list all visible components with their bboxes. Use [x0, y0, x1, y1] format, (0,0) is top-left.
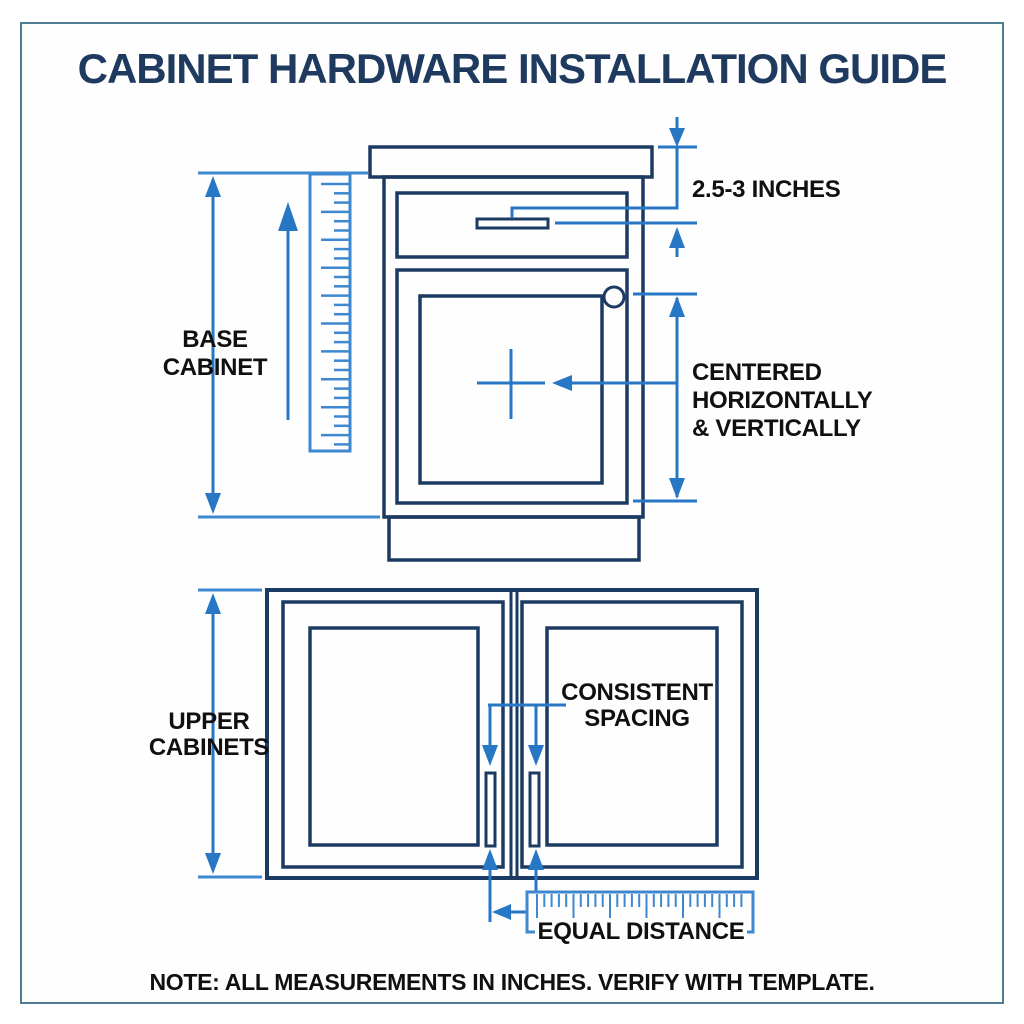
arrow-left-icon: [492, 904, 511, 920]
page-title: CABINET HARDWARE INSTALLATION GUIDE: [77, 45, 948, 92]
arrow-down-icon: [669, 478, 685, 499]
centered-pointer-arrow: [552, 375, 677, 391]
handle-pointer-arrows: [482, 849, 544, 922]
upper-cabinets-label: UPPER CABINETS: [148, 708, 270, 761]
upper-cabinet-box: [265, 588, 759, 880]
right-door: [520, 600, 744, 869]
arrow-up-icon: [482, 849, 498, 870]
left-door: [281, 600, 505, 869]
toe-kick: [387, 515, 641, 562]
arrow-up-icon: [669, 227, 685, 248]
arrow-up-icon: [205, 593, 221, 614]
note-text: NOTE: ALL MEASUREMENTS IN INCHES. VERIFY…: [149, 969, 875, 995]
door-panel: [418, 294, 604, 485]
door-knob-icon: [602, 285, 626, 309]
arrow-down-icon: [669, 128, 685, 147]
crosshair-icon: [477, 349, 545, 419]
arrow-up-icon: [205, 176, 221, 197]
equal-distance-arrow: [492, 904, 527, 920]
handle-height-label: 2.5-3 INCHES: [692, 176, 841, 203]
base-cabinet-label: BASE CABINET: [162, 326, 268, 381]
countertop: [368, 145, 654, 179]
cabinet-door: [395, 268, 629, 505]
spacing-connector: [482, 703, 566, 766]
consistent-spacing-label: CONSISTENT SPACING: [561, 679, 713, 732]
upper-height-dimension: [198, 588, 262, 879]
drawer-pull-icon: [475, 217, 550, 230]
left-door-handle-icon: [484, 771, 497, 848]
centered-label: CENTERED HORIZONTALLY & VERTICALLY: [692, 359, 873, 442]
right-door-panel: [545, 626, 719, 847]
base-cabinet-drawing: [368, 145, 654, 562]
right-door-handle-icon: [528, 771, 541, 848]
drawer-front: [395, 191, 629, 259]
left-door-panel: [308, 626, 480, 847]
equal-distance-label: EQUAL DISTANCE: [535, 919, 747, 945]
ruler-up-arrow-icon: [278, 202, 298, 420]
drawer-pull-dimension: [510, 117, 697, 257]
arrow-up-icon: [528, 849, 544, 870]
arrow-down-icon: [205, 853, 221, 874]
vertical-ruler-icon: [308, 172, 352, 453]
arrow-down-icon: [205, 493, 221, 514]
arrow-left-icon: [552, 375, 572, 391]
upper-cabinets-drawing: [265, 588, 759, 880]
door-center-dimension: [633, 292, 697, 503]
arrow-down-icon: [528, 745, 544, 766]
arrow-down-icon: [482, 745, 498, 766]
arrow-up-icon: [669, 296, 685, 317]
